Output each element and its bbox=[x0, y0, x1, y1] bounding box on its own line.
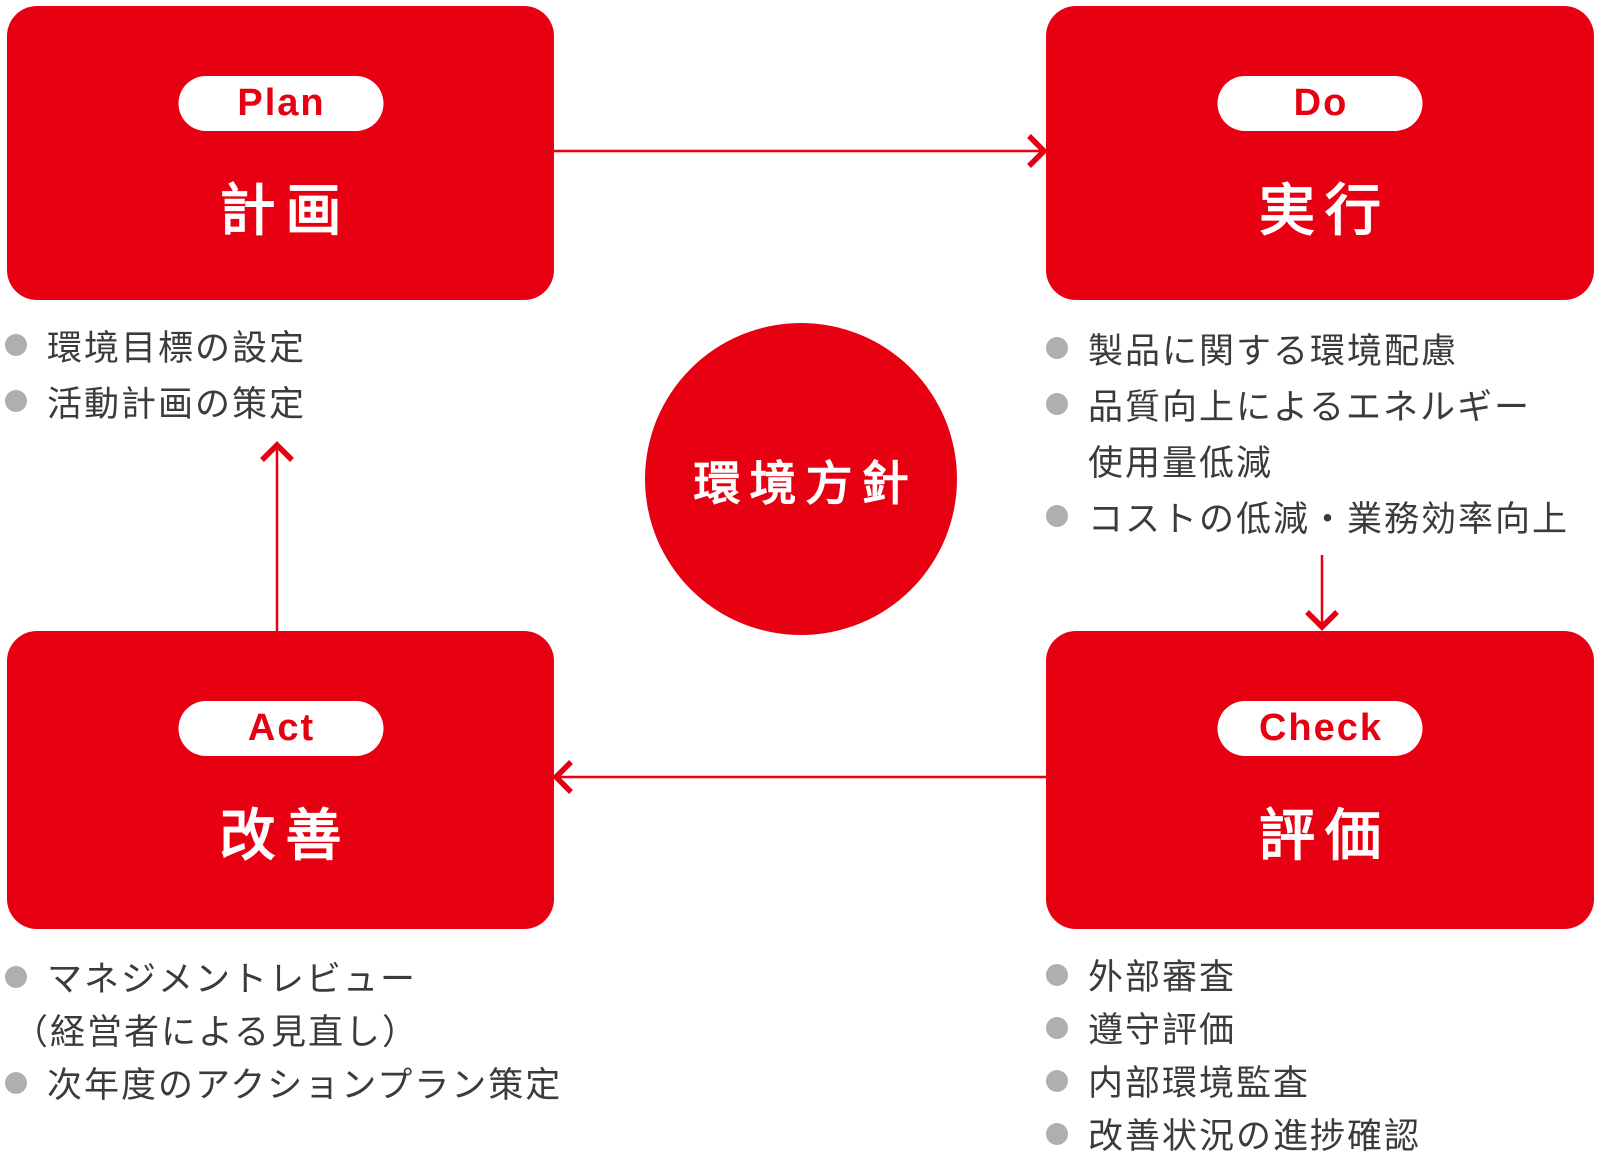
do-list-item: コストの低減・業務効率向上 bbox=[1046, 488, 1569, 544]
bullet-dot bbox=[1046, 963, 1068, 986]
check-list-item: 外部審査 bbox=[1046, 948, 1421, 1001]
arrow-do-to-check bbox=[1305, 555, 1339, 631]
bullet-dot bbox=[5, 1071, 27, 1094]
act-box: Act 改善 bbox=[7, 631, 554, 929]
bullet-dot bbox=[1046, 1016, 1068, 1039]
bullet-dot bbox=[5, 334, 27, 356]
act-list-item-continuation: （経営者による見直し） bbox=[13, 1013, 419, 1052]
bullet-dot bbox=[1046, 505, 1068, 527]
act-title: 改善 bbox=[219, 804, 352, 867]
bullet-dot bbox=[5, 965, 27, 988]
check-list-item: 改善状況の進捗確認 bbox=[1046, 1107, 1421, 1158]
arrow-plan-to-do bbox=[554, 134, 1048, 168]
plan-box: Plan 計画 bbox=[7, 6, 554, 300]
check-title: 評価 bbox=[1259, 804, 1391, 867]
policy-circle-label: 環境方針 bbox=[693, 456, 918, 510]
do-list-item-continuation: 使用量低減 bbox=[1088, 443, 1274, 483]
arrow-act-to-plan bbox=[260, 441, 294, 632]
act-pill-label: Act bbox=[247, 707, 316, 749]
check-pill: Check bbox=[1217, 701, 1423, 756]
policy-circle: 環境方針 bbox=[645, 323, 957, 635]
plan-title: 計画 bbox=[219, 179, 352, 242]
do-list-item: 品質向上によるエネルギー bbox=[1046, 376, 1569, 432]
plan-pill-label: Plan bbox=[237, 82, 326, 124]
plan-list-item: 環境目標の設定 bbox=[5, 317, 306, 373]
do-list-item: 製品に関する環境配慮 bbox=[1046, 320, 1569, 376]
plan-list-item: 活動計画の策定 bbox=[5, 373, 306, 429]
check-list-item: 遵守評価 bbox=[1046, 1001, 1421, 1054]
bullet-dot bbox=[5, 390, 27, 412]
do-pill-label: Do bbox=[1293, 82, 1349, 124]
check-list: 外部審査 遵守評価 内部環境監査 改善状況の進捗確認 bbox=[1046, 948, 1421, 1158]
act-list: マネジメントレビュー （経営者による見直し） 次年度のアクションプラン策定 bbox=[5, 950, 562, 1109]
bullet-dot bbox=[1046, 1122, 1068, 1145]
act-pill: Act bbox=[178, 701, 383, 756]
do-box: Do 実行 bbox=[1046, 6, 1594, 300]
bullet-dot bbox=[1046, 393, 1068, 415]
act-list-item: 次年度のアクションプラン策定 bbox=[5, 1056, 562, 1109]
plan-list: 環境目標の設定 活動計画の策定 bbox=[5, 317, 306, 429]
do-pill: Do bbox=[1217, 76, 1423, 131]
arrow-check-to-act bbox=[552, 760, 1046, 794]
do-title: 実行 bbox=[1259, 179, 1391, 242]
check-pill-label: Check bbox=[1258, 707, 1384, 749]
bullet-dot bbox=[1046, 1069, 1068, 1092]
do-list: 製品に関する環境配慮 品質向上によるエネルギー 使用量低減 コストの低減・業務効… bbox=[1046, 320, 1569, 544]
bullet-dot bbox=[1046, 337, 1068, 359]
act-list-item: マネジメントレビュー bbox=[5, 950, 562, 1003]
check-list-item: 内部環境監査 bbox=[1046, 1054, 1421, 1107]
check-box: Check 評価 bbox=[1046, 631, 1594, 929]
plan-pill: Plan bbox=[178, 76, 383, 131]
